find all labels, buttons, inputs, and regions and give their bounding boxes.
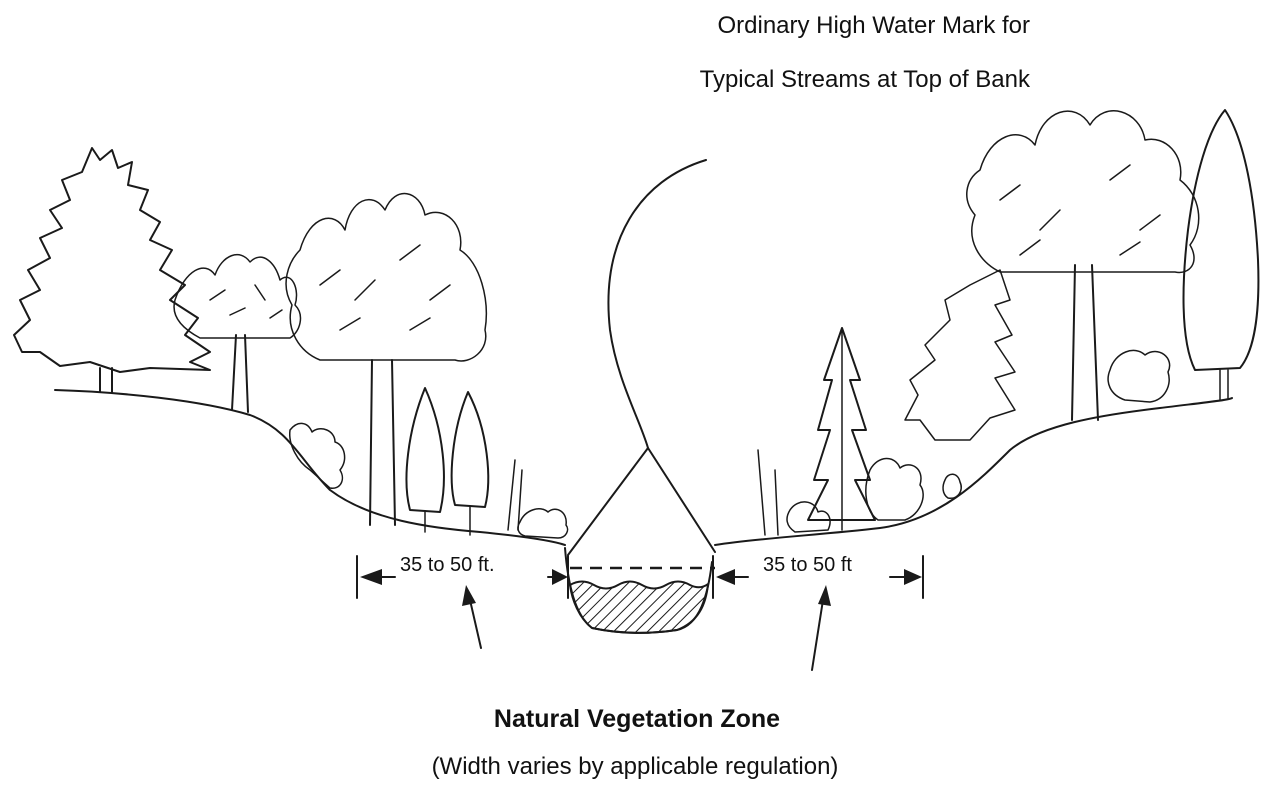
left-conifer-tree xyxy=(14,148,210,393)
water-body xyxy=(570,582,708,633)
left-broadleaf-trees xyxy=(174,194,488,535)
right-bank-ground xyxy=(715,398,1232,545)
left-zone-pointer-arrow xyxy=(462,585,481,648)
ohwm-callout-pointer xyxy=(568,160,715,555)
left-buffer-width-label: 35 to 50 ft. xyxy=(400,554,495,577)
zone-subtitle: (Width varies by applicable regulation) xyxy=(0,753,1270,781)
right-buffer-width-label: 35 to 50 ft xyxy=(763,554,852,577)
right-vegetation xyxy=(758,110,1258,535)
ohwm-label-line1: Ordinary High Water Mark for xyxy=(0,12,1030,40)
right-zone-pointer-arrow xyxy=(812,585,831,670)
zone-title: Natural Vegetation Zone xyxy=(0,705,1270,734)
stream-channel xyxy=(565,548,715,633)
ohwm-label-line2: Typical Streams at Top of Bank xyxy=(0,66,1030,94)
left-shrubs xyxy=(290,423,568,538)
